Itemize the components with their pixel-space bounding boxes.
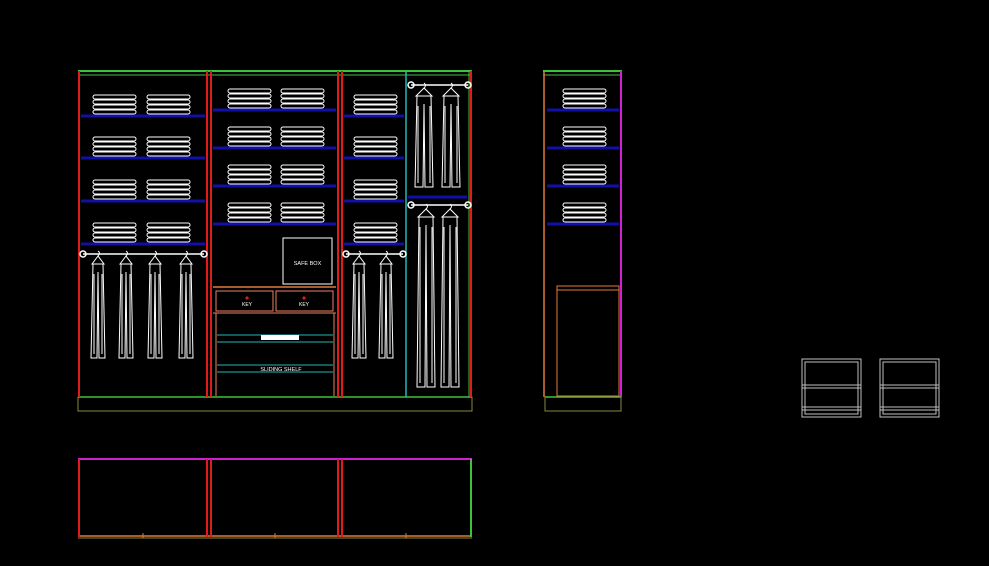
folded-clothes-stack: [227, 202, 272, 223]
key-drawer-left: [215, 290, 274, 312]
folded-clothes-stacks: [92, 88, 398, 243]
plan-view: [78, 458, 472, 539]
safe-box: [282, 237, 333, 285]
folded-clothes-stack: [92, 179, 137, 200]
folded-clothes-stack: [562, 202, 607, 223]
hanging-garment: [416, 203, 436, 388]
safe-box-label: SAFE BOX: [294, 261, 322, 267]
folded-clothes-stack: [146, 179, 191, 200]
folded-clothes-stack: [92, 222, 137, 243]
hanging-garment: [147, 250, 163, 359]
folded-clothes-stack: [92, 94, 137, 115]
folded-clothes-stack: [280, 164, 325, 185]
hanging-garment: [90, 250, 106, 359]
key-label-right: KEY: [299, 302, 310, 308]
folded-clothes-stack: [280, 202, 325, 223]
small-units: [801, 358, 940, 418]
side-unit: [801, 358, 862, 418]
hanging-garment: [351, 250, 367, 359]
hanging-garment: [378, 250, 394, 359]
hanging-garment: [440, 203, 460, 388]
folded-clothes-stack: [146, 136, 191, 157]
key-drawer-right: [275, 290, 334, 312]
hanging-garment: [118, 250, 134, 359]
folded-clothes-stack: [562, 164, 607, 185]
folded-clothes-stack: [146, 94, 191, 115]
folded-clothes-stack: [92, 136, 137, 157]
side-unit: [879, 358, 940, 418]
folded-clothes-stack: [146, 222, 191, 243]
sliding-shelf-handle: [261, 335, 299, 340]
side-elevation: [543, 70, 622, 412]
folded-clothes-stack: [227, 126, 272, 147]
hanging-garments: [90, 82, 461, 388]
folded-clothes-stack: [562, 88, 607, 109]
folded-clothes-stack: [227, 164, 272, 185]
hanging-garment: [414, 82, 434, 188]
hanging-garment: [441, 82, 461, 188]
folded-clothes-stack: [353, 136, 398, 157]
key-label-left: KEY: [242, 302, 253, 308]
front-elevation: SAFE BOX KEY KEY SLIDING SHELF: [77, 70, 473, 412]
folded-clothes-stack: [280, 88, 325, 109]
folded-clothes-stack: [227, 88, 272, 109]
folded-clothes-stack: [353, 179, 398, 200]
side-folded-clothes: [562, 88, 607, 223]
hanging-garment: [178, 250, 194, 359]
folded-clothes-stack: [353, 94, 398, 115]
sliding-shelf-label: SLIDING SHELF: [260, 367, 302, 373]
folded-clothes-stack: [280, 126, 325, 147]
folded-clothes-stack: [562, 126, 607, 147]
folded-clothes-stack: [353, 222, 398, 243]
